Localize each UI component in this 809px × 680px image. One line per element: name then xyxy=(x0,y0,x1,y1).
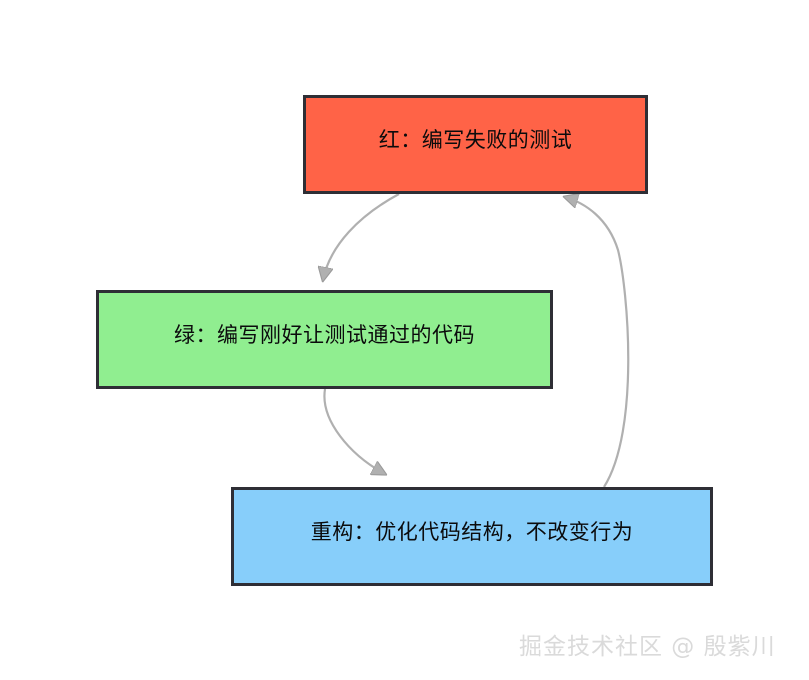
node-blue-refactor[interactable]: 重构：优化代码结构，不改变行为 xyxy=(231,487,713,586)
edge-red-to-green xyxy=(323,193,400,280)
node-green-write-passing-code[interactable]: 绿：编写刚好让测试通过的代码 xyxy=(96,290,553,389)
node-red-label: 红：编写失败的测试 xyxy=(378,127,573,152)
watermark-text: 掘金技术社区 @ 殷紫川 xyxy=(519,634,776,660)
edge-blue-to-red xyxy=(565,197,630,488)
edge-green-to-blue xyxy=(323,388,385,474)
node-blue-label: 重构：优化代码结构，不改变行为 xyxy=(310,519,634,544)
node-green-label: 绿：编写刚好让测试通过的代码 xyxy=(174,322,475,347)
node-red-write-failing-test[interactable]: 红：编写失败的测试 xyxy=(303,95,648,194)
